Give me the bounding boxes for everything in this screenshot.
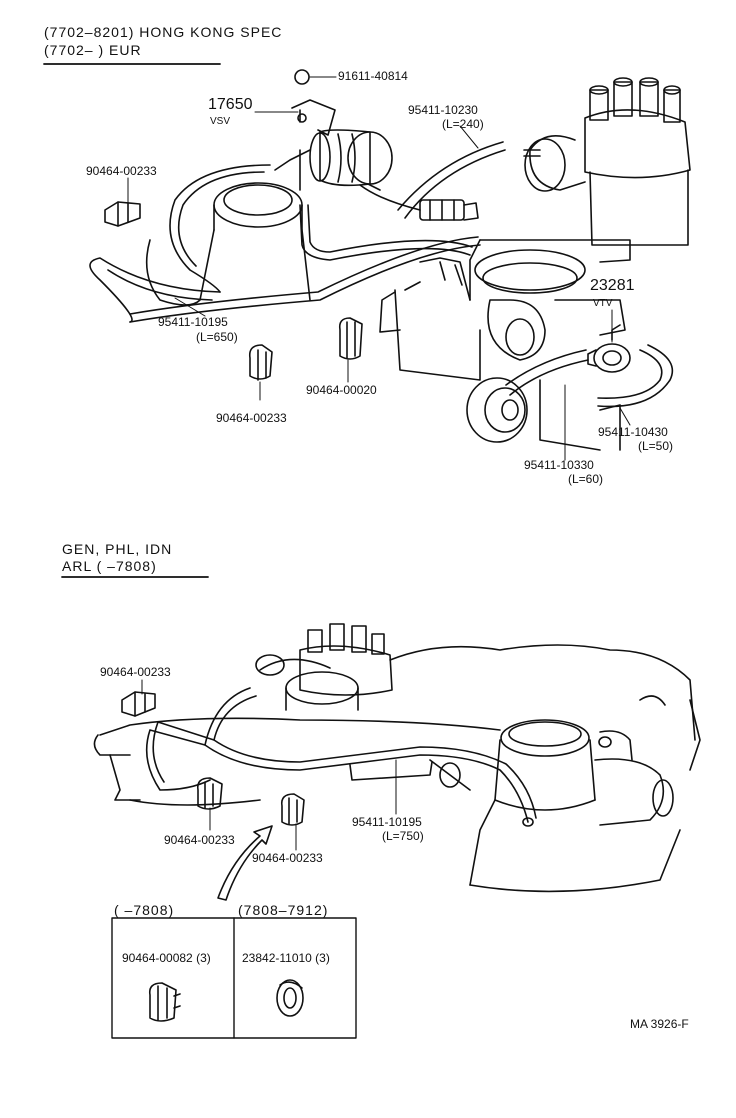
label-l60: (L=60) [568,472,604,486]
label-l650: (L=650) [196,330,238,344]
arrow-to-table [218,826,272,900]
air-intake [147,183,310,305]
table-col1-header: ( –7808) [114,902,175,918]
variant-table [112,918,356,1038]
clip-90464-00233-a [105,202,140,226]
label-95411-10330: 95411-10330 [524,458,594,472]
label-95411-10230: 95411-10230 [408,103,478,117]
vtv-valve [588,325,630,372]
clip-bottom-a [122,692,155,716]
clip-90464-00020 [340,318,362,359]
label-17650: 17650 [208,96,253,113]
clip-bottom-b [198,778,222,809]
label-l50: (L=50) [638,439,674,453]
hose-95411-10195-top [90,165,480,322]
label-91611-40814: 91611-40814 [338,69,408,83]
clip-90464-00233-b [250,345,272,380]
label-95411-10430: 95411-10430 [598,425,668,439]
label-l750: (L=750) [382,829,424,843]
label-95411-10195-top: 95411-10195 [158,315,228,329]
table-col1-part: 90464-00082 (3) [122,951,211,965]
label-90464-00233-bottom-c: 90464-00233 [252,851,323,865]
grommet-23842-11010 [277,980,303,1016]
bottom-header-line2: ARL ( –7808) [62,558,157,574]
hose-95411-10430 [598,345,672,406]
label-l240: (L=240) [442,117,484,131]
carburetor [380,240,630,450]
top-header-line1: (7702–8201) HONG KONG SPEC [44,24,283,40]
leader-lines-bottom [142,680,396,850]
label-vtv: VTV [593,298,613,309]
table-col2-part: 23842-11010 (3) [242,951,330,965]
bottom-header-line1: GEN, PHL, IDN [62,541,173,557]
hose-95411-10230 [398,142,505,218]
label-90464-00233-top-b: 90464-00233 [216,411,287,425]
leader-lines-top [128,77,630,460]
hose-95411-10195-bottom [147,688,536,826]
label-90464-00233-bottom-b: 90464-00233 [164,833,235,847]
top-assembly [90,70,690,460]
bottom-assembly [94,624,700,900]
label-23281: 23281 [590,277,635,294]
clip-90464-00082 [150,983,180,1021]
hose-95411-10330 [506,350,588,395]
engine-block [94,645,700,891]
bolt-symbol [295,70,309,84]
vsv-valve [275,100,392,190]
vsv-connector [360,185,478,220]
footer-code: MA 3926-F [630,1017,689,1031]
distributor-top [524,78,690,245]
label-90464-00020: 90464-00020 [306,383,377,397]
label-90464-00233-top-a: 90464-00233 [86,164,157,178]
table-col2-header: (7808–7912) [238,902,329,918]
top-header-line2: (7702– ) EUR [44,42,142,58]
distributor-bottom [300,624,392,695]
clip-bottom-c [282,794,304,825]
label-95411-10195-bottom: 95411-10195 [352,815,422,829]
label-90464-00233-bottom-a: 90464-00233 [100,665,171,679]
label-vsv: VSV [210,116,231,127]
